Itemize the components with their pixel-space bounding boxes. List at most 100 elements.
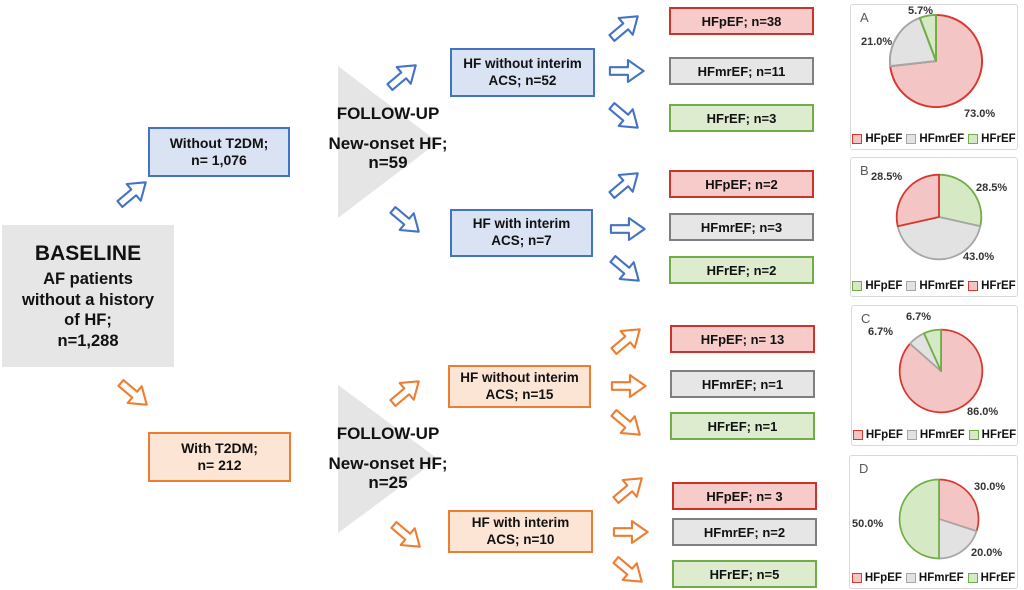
pct-label: 5.7%: [908, 5, 934, 17]
panel-letter: D: [859, 461, 869, 476]
followup-detail: New-onset HF; n=59: [328, 133, 448, 173]
pct-label: 73.0%: [964, 108, 996, 120]
arrow-down-right-icon: [604, 249, 647, 291]
arrow-right-icon: [610, 374, 647, 398]
baseline-title: BASELINE: [34, 241, 142, 265]
outcome-hfpef-box: HFpEF; n=38: [669, 7, 814, 35]
legend-label: HFpEF: [865, 133, 903, 145]
panel-letter: A: [860, 10, 869, 25]
panel-letter: C: [861, 311, 871, 326]
outcome-hfpef-box: HFpEF; n=2: [669, 170, 814, 198]
legend-swatch-icon: [852, 134, 863, 144]
legend-label: HFrEF: [981, 429, 1017, 441]
panel-letter: B: [860, 163, 869, 178]
legend-swatch-icon: [852, 281, 863, 291]
pct-label: 86.0%: [967, 406, 999, 418]
pie-legend: HFpEF HFmrEF HFrEF: [851, 133, 1017, 145]
followup-detail: New-onset HF; n=25: [328, 453, 448, 493]
legend-label: HFmrEF: [919, 280, 965, 292]
pie-legend: HFpEF HFmrEF HFrEF: [851, 280, 1017, 292]
hf-without-acs-no-t2dm-box: HF without interim ACS; n=52: [450, 48, 595, 97]
legend-item: HFrEF: [967, 572, 1016, 584]
legend-item: HFpEF: [852, 280, 902, 292]
legend-item: HFpEF: [852, 429, 903, 441]
legend-swatch-icon: [967, 573, 978, 583]
arrow-right-icon: [609, 217, 646, 241]
pie-slice-hfmref: [896, 216, 982, 261]
pct-label: 28.5%: [976, 182, 1008, 194]
baseline-detail: AF patients without a history of HF; n=1…: [22, 269, 154, 350]
pie-panel-b: B 28.5% 43.0% 28.5% HFpEF HFmrEF HFrEF: [850, 157, 1018, 297]
outcome-hfmref-box: HFmrEF; n=1: [670, 370, 815, 398]
pie-slice-hfmref: [888, 16, 937, 68]
arrow-up-right-icon: [607, 468, 650, 510]
legend-swatch-icon: [906, 134, 917, 144]
legend-label: HFrEF: [981, 280, 1016, 292]
arrow-up-right-icon: [603, 6, 646, 48]
followup-bottom: FOLLOW-UP New-onset HF; n=25: [312, 424, 464, 493]
legend-item: HFmrEF: [906, 133, 964, 145]
with-t2dm-box: With T2DM; n= 212: [148, 432, 291, 482]
legend-swatch-icon: [905, 573, 916, 583]
pie-slice-hfpef: [938, 173, 983, 228]
followup-title: FOLLOW-UP: [336, 104, 440, 123]
legend-swatch-icon: [852, 430, 863, 440]
pie-slice-hfmref: [938, 518, 978, 560]
pie-chart-c: [898, 328, 984, 414]
hf-without-acs-t2dm-box: HF without interim ACS; n=15: [448, 365, 591, 408]
followup-triangle-icon: [338, 66, 438, 218]
pct-label: 50.0%: [852, 518, 884, 530]
legend-swatch-icon: [968, 430, 979, 440]
pie-slice-hfref: [895, 173, 940, 228]
arrow-up-right-icon: [603, 163, 646, 205]
pie-chart-a: [888, 13, 984, 109]
pie-chart-d: [898, 478, 980, 560]
legend-item: HFmrEF: [906, 280, 964, 292]
arrow-down-right-icon: [112, 373, 155, 415]
followup-triangle-icon: [338, 385, 438, 533]
pie-panel-a: A 73.0% 21.0% 5.7% HFpEF HFmrEF HFrEF: [850, 4, 1018, 150]
pct-label: 30.0%: [974, 481, 1006, 493]
legend-label: HFmrEF: [919, 429, 965, 441]
pie-slice-hfref: [923, 328, 942, 372]
outcome-hfmref-box: HFmrEF; n=2: [672, 518, 817, 546]
legend-label: HFmrEF: [919, 133, 965, 145]
legend-label: HFrEF: [981, 133, 1016, 145]
pct-label: 21.0%: [861, 36, 893, 48]
legend-item: HFmrEF: [905, 572, 964, 584]
legend-item: HFpEF: [851, 572, 902, 584]
legend-swatch-icon: [968, 281, 979, 291]
legend-swatch-icon: [906, 281, 917, 291]
without-t2dm-box: Without T2DM; n= 1,076: [148, 127, 290, 177]
pct-label: 43.0%: [963, 251, 995, 263]
pct-label: 6.7%: [906, 311, 932, 323]
outcome-hfref-box: HFrEF; n=5: [672, 560, 817, 588]
legend-label: HFpEF: [865, 429, 903, 441]
pie-slice-hfref: [898, 478, 940, 560]
legend-label: HFpEF: [864, 572, 902, 584]
legend-item: HFrEF: [968, 429, 1017, 441]
followup-top: FOLLOW-UP New-onset HF; n=59: [312, 104, 464, 173]
legend-swatch-icon: [968, 134, 979, 144]
pct-label: 20.0%: [971, 547, 1003, 559]
legend-swatch-icon: [851, 573, 862, 583]
outcome-hfmref-box: HFmrEF; n=11: [669, 57, 814, 85]
legend-item: HFrEF: [968, 280, 1016, 292]
outcome-hfref-box: HFrEF; n=3: [669, 104, 814, 132]
pie-slice-hfpef: [938, 478, 980, 533]
pie-slice-hfref: [918, 13, 937, 62]
outcome-hfmref-box: HFmrEF; n=3: [669, 213, 814, 241]
arrow-up-right-icon: [605, 319, 648, 361]
legend-item: HFrEF: [968, 133, 1016, 145]
outcome-hfpef-box: HFpEF; n= 3: [672, 482, 817, 510]
arrow-right-icon: [612, 520, 649, 544]
arrow-down-right-icon: [607, 550, 650, 590]
pct-label: 28.5%: [871, 171, 903, 183]
hf-with-acs-t2dm-box: HF with interim ACS; n=10: [448, 510, 593, 553]
legend-label: HFrEF: [980, 572, 1016, 584]
legend-swatch-icon: [906, 430, 917, 440]
